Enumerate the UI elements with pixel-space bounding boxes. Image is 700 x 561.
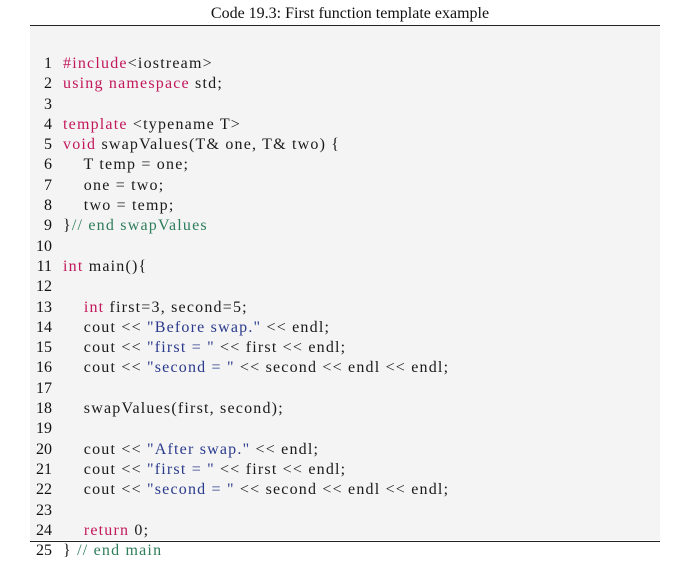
code-line-18: swapValues(first, second); (63, 399, 683, 419)
code-indent (63, 299, 84, 316)
keyword: template (63, 115, 128, 133)
code-line-6: T temp = one; (63, 155, 683, 175)
line-number: 25 (36, 542, 52, 560)
code-text: std; (189, 75, 223, 93)
line-number: 10 (36, 237, 52, 255)
string-literal: "second = " (147, 481, 235, 499)
code-line-1: #include<iostream> (63, 54, 683, 74)
line-number: 6 (44, 156, 52, 174)
line-number: 2 (44, 75, 52, 93)
line-number: 12 (36, 278, 52, 296)
code-line-11: int main(){ (63, 257, 683, 277)
code-text: one = two; (63, 176, 165, 194)
line-number: 3 (44, 95, 52, 113)
line-number: 23 (36, 501, 52, 519)
code-line-8: two = temp; (63, 196, 683, 216)
line-number: 1 (44, 55, 52, 72)
code-text: cout << (63, 339, 147, 357)
code-text: first=3, second=5; (104, 298, 248, 316)
bottom-rule (30, 541, 660, 542)
code-line-13: int first=3, second=5; (63, 298, 683, 318)
line-number-gutter: 1 2 3 4 5 6 7 8 9 10 11 12 13 14 15 16 1… (30, 54, 52, 561)
string-literal: "second = " (147, 359, 235, 377)
code-text: main(){ (83, 257, 148, 275)
line-number: 4 (44, 115, 52, 133)
line-number: 5 (44, 136, 52, 154)
line-number: 20 (36, 440, 52, 458)
string-literal: "Before swap." (147, 318, 262, 336)
string-literal: "After swap." (147, 440, 251, 458)
code-text: << first << endl; (214, 339, 347, 357)
line-number: 19 (36, 420, 52, 438)
code-body: #include<iostream> using namespace std; … (63, 54, 683, 561)
line-number: 22 (36, 481, 52, 499)
code-line-16: cout << "second = " << second << endl <<… (63, 358, 683, 378)
code-line-7: one = two; (63, 176, 683, 196)
code-text: T temp = one; (63, 156, 190, 174)
code-text: cout << (63, 359, 147, 377)
code-line-19 (63, 419, 683, 439)
code-text: cout << (63, 460, 147, 478)
line-number: 11 (36, 257, 52, 275)
code-text: cout << (63, 440, 147, 458)
code-text: swapValues(T& one, T& two) { (96, 136, 341, 154)
code-line-4: template <typename T> (63, 115, 683, 135)
code-indent (63, 522, 84, 539)
code-text: <typename T> (127, 115, 242, 133)
string-literal: "first = " (147, 460, 215, 478)
code-text: << endl; (250, 440, 320, 458)
line-number: 18 (36, 400, 52, 418)
line-number: 13 (36, 298, 52, 316)
code-line-22: cout << "second = " << second << endl <<… (63, 480, 683, 500)
code-line-14: cout << "Before swap." << endl; (63, 318, 683, 338)
line-number: 8 (44, 197, 52, 215)
line-number: 16 (36, 359, 52, 377)
code-line-9: }// end swapValues (63, 216, 683, 236)
code-text: } (63, 542, 78, 560)
code-text: 0; (129, 521, 150, 539)
line-number: 9 (44, 217, 52, 235)
code-text: cout << (63, 318, 147, 336)
keyword: void (63, 136, 97, 154)
keyword: int (63, 257, 84, 275)
line-number: 24 (36, 521, 52, 539)
code-caption: Code 19.3: First function template examp… (210, 5, 490, 22)
code-line-25: } // end main (63, 541, 683, 561)
code-line-17 (63, 379, 683, 399)
code-comment: // end main (77, 542, 163, 560)
code-comment: // end swapValues (71, 217, 208, 235)
code-line-12 (63, 277, 683, 297)
keyword: using namespace (63, 75, 190, 93)
code-line-3 (63, 95, 683, 115)
line-number: 17 (36, 379, 52, 397)
code-line-15: cout << "first = " << first << endl; (63, 338, 683, 358)
code-text: <iostream> (127, 55, 213, 72)
line-number: 14 (36, 318, 52, 336)
line-number: 15 (36, 339, 52, 357)
code-line-21: cout << "first = " << first << endl; (63, 460, 683, 480)
code-listing: 1 2 3 4 5 6 7 8 9 10 11 12 13 14 15 16 1… (30, 26, 660, 559)
code-line-20: cout << "After swap." << endl; (63, 440, 683, 460)
top-rule (30, 25, 660, 26)
code-text: swapValues(first, second); (63, 400, 284, 418)
preprocessor-directive: #include (63, 55, 128, 72)
code-text: << second << endl << endl; (234, 481, 450, 499)
code-line-23 (63, 501, 683, 521)
keyword: return (83, 521, 130, 539)
code-text: << second << endl << endl; (234, 359, 450, 377)
code-text: << endl; (261, 318, 331, 336)
code-line-5: void swapValues(T& one, T& two) { (63, 135, 683, 155)
code-text: } (63, 217, 72, 235)
code-text: two = temp; (63, 197, 175, 215)
code-text: cout << (63, 481, 147, 499)
line-number: 21 (36, 460, 52, 478)
code-line-24: return 0; (63, 521, 683, 541)
keyword: int (83, 298, 105, 316)
string-literal: "first = " (147, 339, 215, 357)
code-text: << first << endl; (214, 460, 347, 478)
code-line-2: using namespace std; (63, 74, 683, 94)
code-line-10 (63, 237, 683, 257)
line-number: 7 (44, 176, 52, 194)
